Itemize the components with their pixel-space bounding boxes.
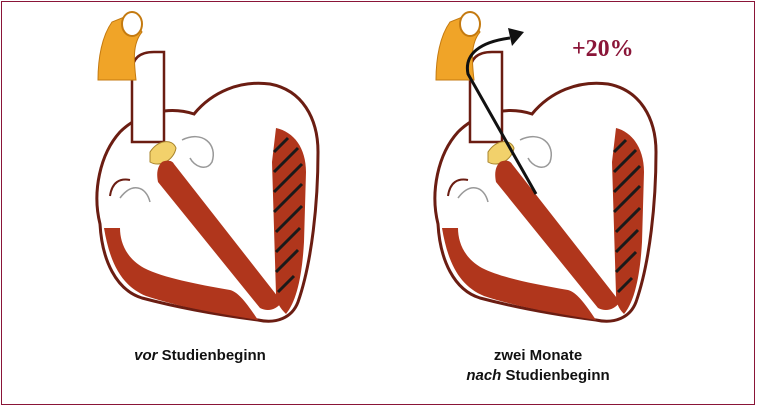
aorta-opening xyxy=(122,12,142,36)
caption-after-rest: Studienbeginn xyxy=(501,367,609,384)
aorta-opening xyxy=(460,12,480,36)
increase-label: +20% xyxy=(572,36,634,63)
heart-after-diagram xyxy=(412,2,712,342)
caption-before-italic: vor xyxy=(134,347,157,364)
caption-before: vor Studienbeginn xyxy=(70,346,330,366)
aorta-tube xyxy=(132,52,164,142)
heart-before-diagram xyxy=(62,2,362,342)
caption-before-rest: Studienbeginn xyxy=(158,347,266,364)
caption-after-italic: nach xyxy=(466,367,501,384)
arrowhead-icon xyxy=(508,28,524,46)
caption-after-line1: zwei Monate xyxy=(408,346,668,366)
caption-after-line2: nach Studienbeginn xyxy=(408,366,668,386)
caption-after: zwei Monate nach Studienbeginn xyxy=(408,346,668,386)
